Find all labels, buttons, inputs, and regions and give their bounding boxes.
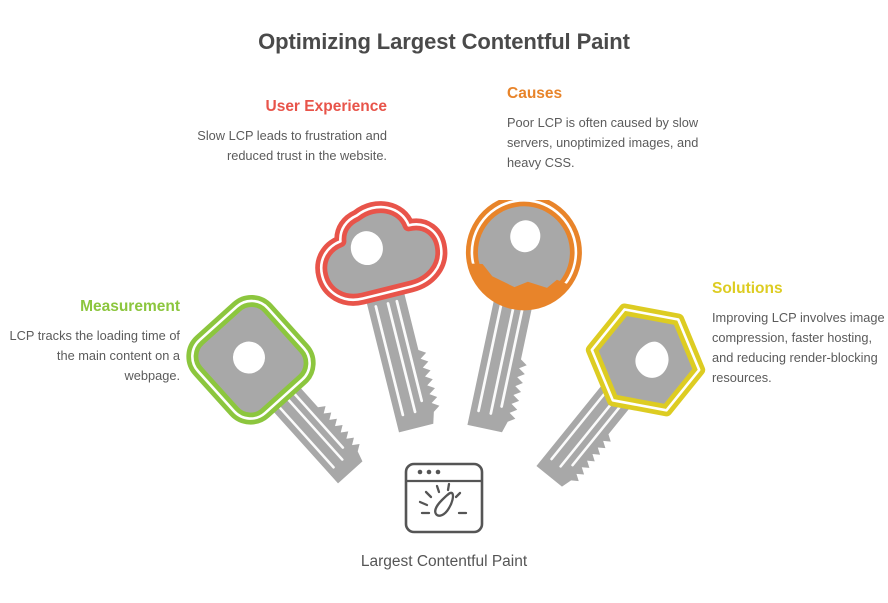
gauge-ticks xyxy=(418,482,468,515)
keys-diagram xyxy=(186,200,706,534)
gauge-needle xyxy=(434,491,455,517)
key-causes xyxy=(465,200,582,436)
key-bow-causes xyxy=(465,200,582,311)
key-user-experience xyxy=(315,201,448,434)
page-title: Optimizing Largest Contentful Paint xyxy=(258,29,630,54)
section-user-experience: User Experience Slow LCP leads to frustr… xyxy=(195,98,387,166)
center-caption: Largest Contentful Paint xyxy=(360,553,528,570)
section-causes: Causes Poor LCP is often caused by slow … xyxy=(507,85,702,173)
key-bow-user-experience xyxy=(315,201,448,306)
section-body-causes: Poor LCP is often caused by slow servers… xyxy=(507,114,699,171)
key-bow-measurement xyxy=(186,294,316,425)
section-body-solutions: Improving LCP involves image compression… xyxy=(712,309,885,386)
browser-speed-gauge-icon xyxy=(404,462,484,534)
section-heading-solutions: Solutions xyxy=(712,280,783,297)
browser-dot-1 xyxy=(417,469,423,475)
section-heading-causes: Causes xyxy=(507,85,563,102)
section-heading-measurement: Measurement xyxy=(80,298,180,315)
key-shaft-user-experience xyxy=(363,284,445,434)
browser-dot-3 xyxy=(435,469,441,475)
section-body-measurement: LCP tracks the loading time of the main … xyxy=(9,327,180,384)
section-measurement: Measurement LCP tracks the loading time … xyxy=(0,298,180,386)
browser-dot-2 xyxy=(426,469,432,475)
key-solutions xyxy=(535,303,706,494)
key-measurement xyxy=(186,294,371,485)
key-shaft-causes xyxy=(466,287,543,436)
section-body-user-experience: Slow LCP leads to frustration and reduce… xyxy=(197,127,387,163)
section-heading-user-experience: User Experience xyxy=(265,98,388,115)
key-bow-solutions xyxy=(585,303,706,417)
section-solutions: Solutions Improving LCP involves image c… xyxy=(712,280,888,388)
